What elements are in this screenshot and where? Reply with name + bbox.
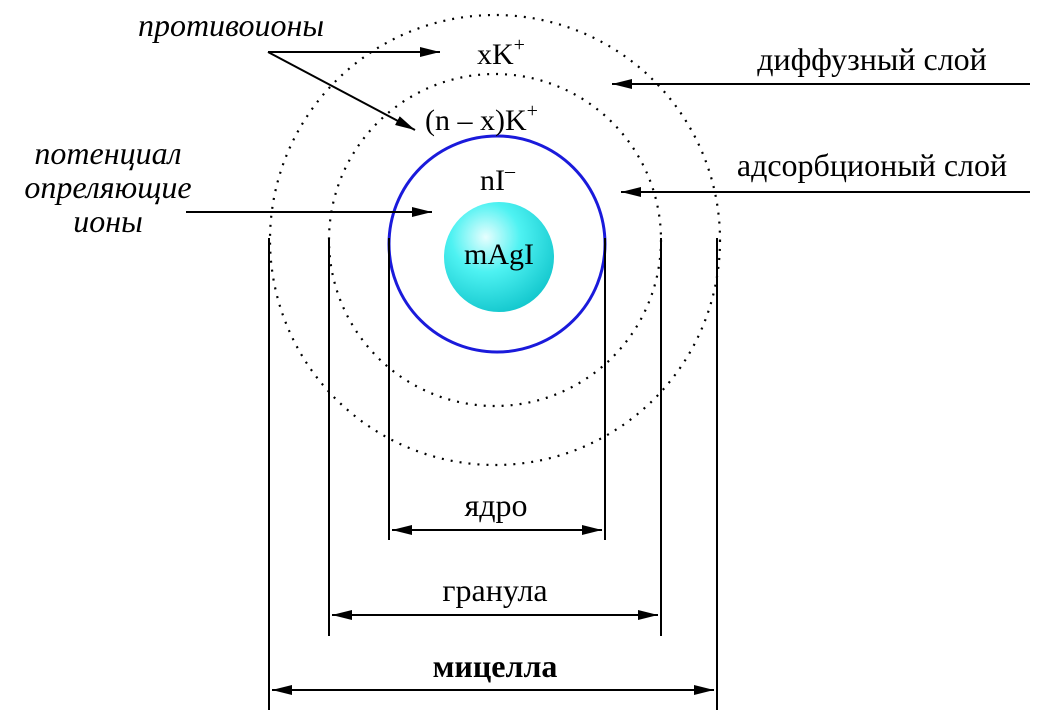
potential-ions-label-line3: ионы <box>73 203 143 239</box>
granule-label: гранула <box>442 572 547 608</box>
core-content-label: mAgI <box>464 238 534 271</box>
micelle-label: мицелла <box>433 648 558 684</box>
potential-ions-formula: nI– <box>480 160 516 197</box>
core-label: ядро <box>465 487 528 523</box>
potential-ions-label-line1: потенциал <box>34 135 181 171</box>
inner-counterions-formula: (n – x)K+ <box>425 100 538 137</box>
outer-counterions-formula: xK+ <box>477 34 525 71</box>
potential-ions-label-line2: опреляющие <box>24 169 191 205</box>
diffuse-layer-label: диффузный слой <box>757 41 987 77</box>
adsorption-layer-label: адсорбционый слой <box>737 147 1007 183</box>
counterions-label: противоионы <box>138 7 324 43</box>
counterions-arrow-inner <box>268 52 415 130</box>
